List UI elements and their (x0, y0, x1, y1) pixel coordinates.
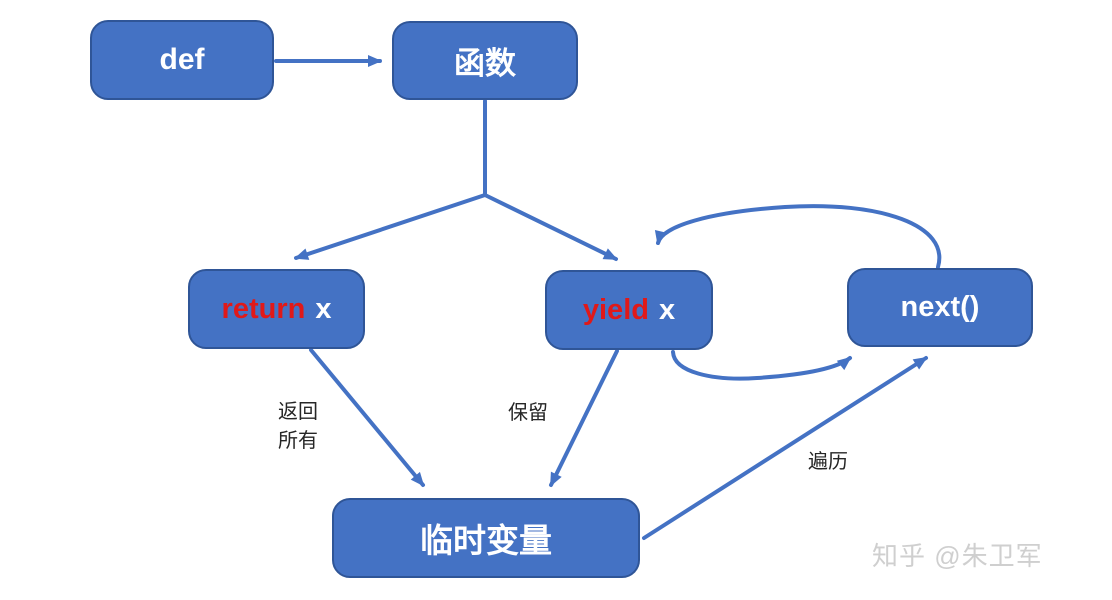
node-return-x: return x (188, 269, 365, 349)
node-function: 函数 (392, 21, 578, 100)
node-def-label: def (159, 43, 205, 76)
yield-keyword: yield (582, 293, 649, 326)
edge-label-return-all-line2: 所有 (278, 430, 318, 452)
arrow-return-to-temp (309, 348, 425, 487)
arc-next-to-yield (654, 204, 942, 269)
arc-yield-to-next (671, 350, 852, 381)
arrow-function-to-return (294, 193, 487, 260)
edge-label-keep: 保留 (508, 402, 548, 424)
node-yield-x: yield x (545, 270, 713, 350)
node-next: next() (847, 268, 1033, 347)
arrow-function-to-yield (483, 193, 618, 261)
node-def: def (90, 20, 274, 100)
zhihu-watermark: 知乎 @朱卫军 (872, 541, 1043, 571)
return-variable: x (315, 292, 332, 325)
return-keyword: return (221, 292, 306, 325)
node-function-label: 函数 (454, 46, 516, 81)
edge-label-traverse: 遍历 (808, 451, 848, 473)
node-next-label: next() (900, 291, 980, 323)
arrow-temp-to-next (642, 356, 928, 540)
edge-label-return-all: 返回 所有 (278, 398, 318, 456)
edge-label-return-all-line1: 返回 (278, 401, 318, 423)
node-temp-variable: 临时变量 (332, 498, 640, 578)
yield-variable: x (658, 293, 676, 326)
node-temp-label: 临时变量 (420, 522, 552, 559)
arrow-yield-to-temp (549, 349, 619, 487)
